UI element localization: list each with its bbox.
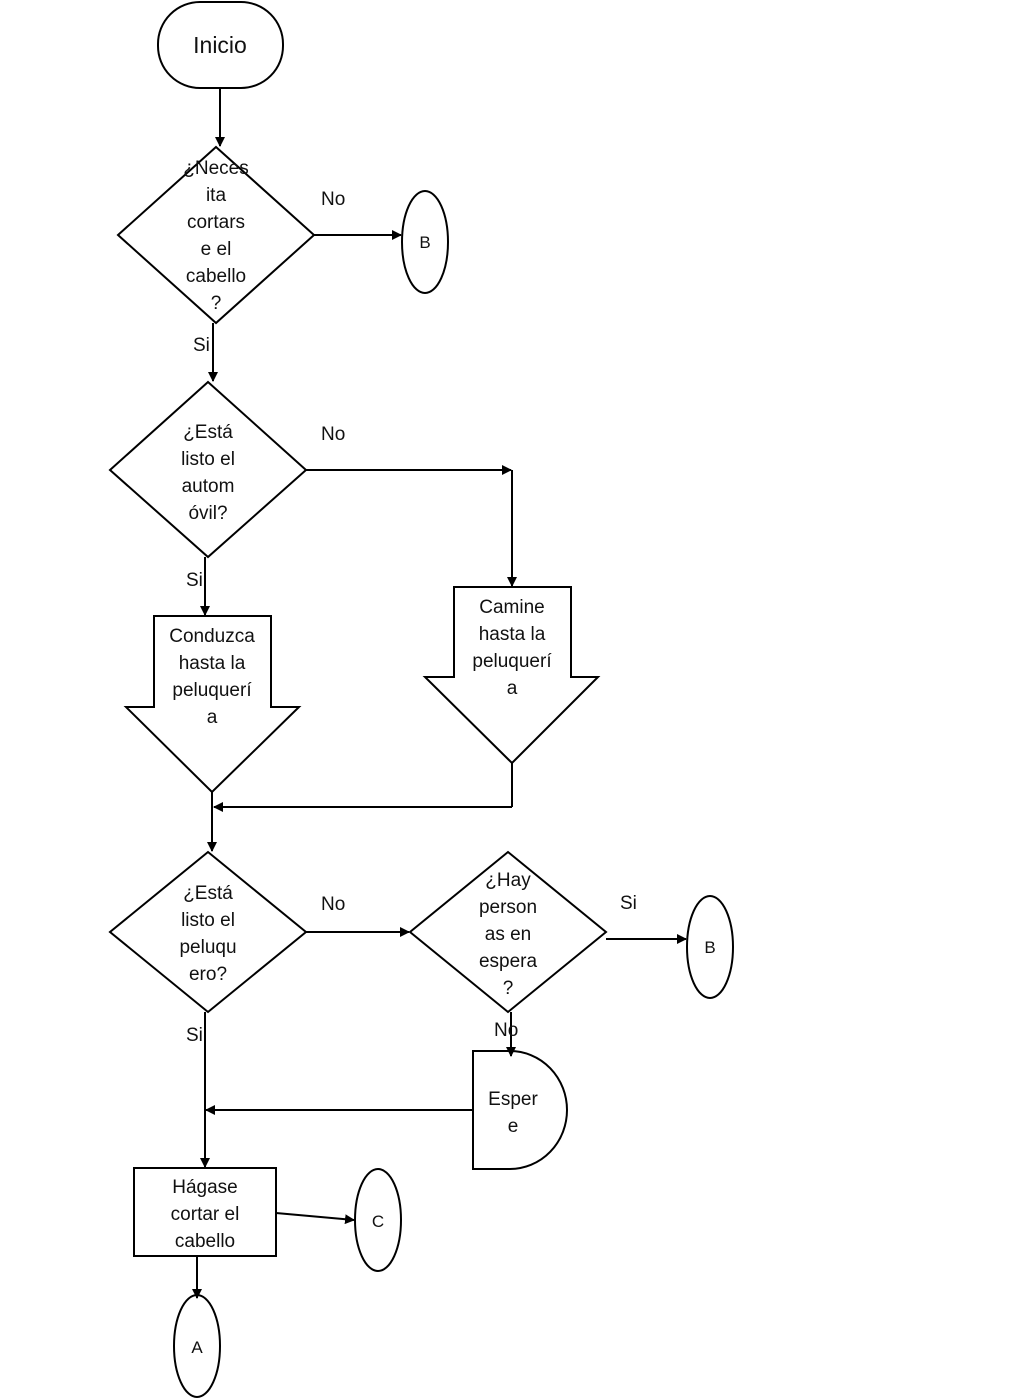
decision-people-waiting: ¿Hay person as en espera? bbox=[408, 850, 608, 1014]
walk-label: Camine hasta la peluquerí a bbox=[472, 597, 552, 699]
label-line: ¿Hay bbox=[485, 870, 531, 891]
haircut-label: Hágase cortar el cabello bbox=[171, 1177, 240, 1252]
edge-label-q2-no: No bbox=[321, 424, 345, 445]
edge-label-q4-no: No bbox=[494, 1020, 518, 1041]
label-line: e bbox=[508, 1116, 519, 1137]
connector-b-right: B bbox=[686, 895, 734, 999]
label-line: peluqu bbox=[179, 937, 236, 958]
connector-b-top-label: B bbox=[419, 233, 430, 252]
decision-car-ready: ¿Está listo el autom óvil? bbox=[108, 380, 308, 559]
label-line: listo el bbox=[181, 449, 235, 470]
decision-need-haircut: ¿Neces ita cortars e el cabello? bbox=[116, 145, 316, 325]
label-line: cortar el bbox=[171, 1204, 240, 1225]
label-line: ? bbox=[503, 978, 514, 999]
decision-barber-ready-label: ¿Está listo el peluqu ero? bbox=[179, 883, 236, 985]
edge-haircut-to-c bbox=[275, 1212, 355, 1225]
start-label: Inicio bbox=[193, 32, 247, 58]
edge-label-q3-no: No bbox=[321, 894, 345, 915]
edge-label-q1-si: Si bbox=[193, 335, 210, 356]
connector-b-right-label: B bbox=[704, 938, 715, 957]
label-line: cortars bbox=[187, 212, 245, 233]
label-line: ¿Está bbox=[183, 883, 233, 904]
label-line: listo el bbox=[181, 910, 235, 931]
decision-need-haircut-label: ¿Neces ita cortars e el cabello? bbox=[183, 158, 248, 314]
connector-c: C bbox=[354, 1168, 402, 1272]
connector-c-label: C bbox=[372, 1212, 384, 1231]
label-line: Camine bbox=[479, 597, 544, 618]
label-line: cabello bbox=[175, 1231, 235, 1252]
label-line: hasta la bbox=[179, 653, 246, 674]
label-line: ita bbox=[206, 185, 227, 206]
start-terminator: Inicio bbox=[157, 1, 284, 89]
drive-label: Conduzca hasta la peluquerí a bbox=[169, 626, 255, 728]
label-line: a bbox=[507, 678, 518, 699]
label-line: person bbox=[479, 897, 537, 918]
drive-down-arrow: Conduzca hasta la peluquerí a bbox=[123, 615, 302, 794]
label-line: a bbox=[207, 707, 218, 728]
connector-b-top: B bbox=[401, 190, 449, 294]
label-line: Esper bbox=[488, 1089, 538, 1110]
edge-label-q3-si: Si bbox=[186, 1025, 203, 1046]
edge-label-q4-si: Si bbox=[620, 893, 637, 914]
label-line: Conduzca bbox=[169, 626, 255, 647]
wait-delay: Esper e bbox=[472, 1050, 568, 1170]
label-line: Hágase bbox=[172, 1177, 238, 1198]
decision-people-waiting-label: ¿Hay person as en espera? bbox=[479, 870, 538, 999]
label-line: óvil? bbox=[188, 503, 227, 524]
label-line: cabello bbox=[186, 266, 246, 287]
label-line: ¿Está bbox=[183, 422, 233, 443]
walk-down-arrow: Camine hasta la peluquerí a bbox=[422, 586, 601, 765]
label-line: ero? bbox=[189, 964, 227, 985]
label-line: ¿Neces bbox=[183, 158, 248, 179]
edge-label-q1-no: No bbox=[321, 189, 345, 210]
haircut-process: Hágase cortar el cabello bbox=[133, 1167, 277, 1257]
connector-a: A bbox=[173, 1294, 221, 1398]
label-line: ? bbox=[211, 293, 222, 314]
connector-a-label: A bbox=[191, 1338, 203, 1357]
label-line: espera bbox=[479, 951, 538, 972]
label-line: e el bbox=[201, 239, 232, 260]
label-line: autom bbox=[182, 476, 235, 497]
label-line: peluquerí bbox=[172, 680, 252, 701]
decision-barber-ready: ¿Está listo el peluqu ero? bbox=[108, 850, 308, 1014]
wait-label: Esper e bbox=[488, 1089, 538, 1137]
decision-car-ready-label: ¿Está listo el autom óvil? bbox=[181, 422, 235, 524]
label-line: peluquerí bbox=[472, 651, 552, 672]
label-line: hasta la bbox=[479, 624, 546, 645]
label-line: as en bbox=[485, 924, 531, 945]
edge-label-q2-si: Si bbox=[186, 570, 203, 591]
